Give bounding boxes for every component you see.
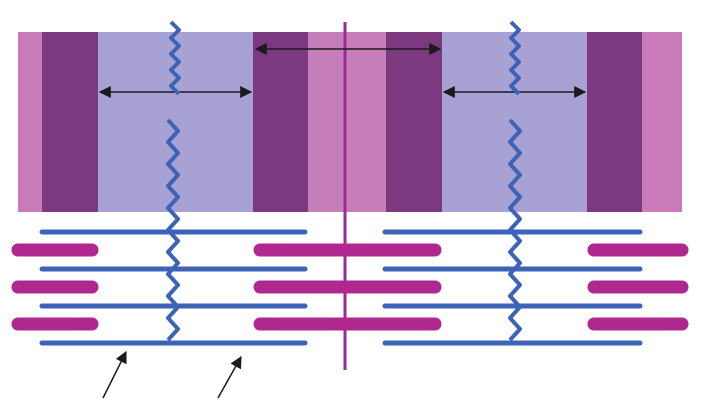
z-line-left-upper — [169, 20, 181, 96]
band-i-center — [308, 32, 386, 212]
band-i-left-edge — [18, 32, 42, 212]
z-line-left-lower — [166, 118, 180, 342]
band-a-dark-3 — [386, 32, 442, 212]
z-line-right-lower — [508, 118, 522, 342]
band-h-light-1 — [98, 32, 253, 212]
band-a-dark-4 — [587, 32, 642, 212]
thick-filaments — [11, 243, 689, 331]
z-line-right-upper — [509, 20, 521, 96]
pointer-arrow-right — [217, 355, 242, 399]
z-lines — [166, 20, 522, 342]
band-a-dark-2 — [253, 32, 308, 212]
pointer-arrow-left — [102, 350, 127, 399]
band-i-right-edge — [642, 32, 682, 212]
band-strip — [18, 32, 682, 212]
band-a-dark-1 — [42, 32, 98, 212]
